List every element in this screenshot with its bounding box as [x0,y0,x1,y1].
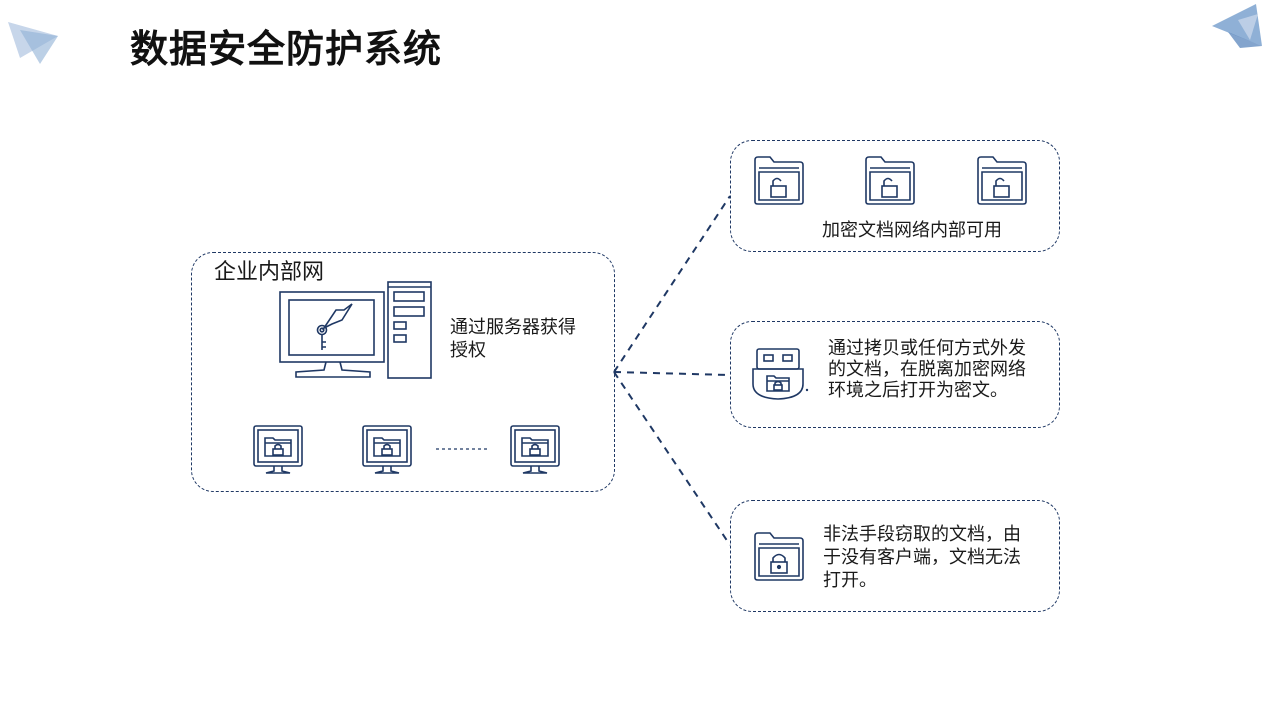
usb-drive-icon [752,348,809,400]
unlocked-folder-icon [977,156,1027,205]
stolen-doc-box [730,500,1060,612]
unlocked-folder-icon [754,156,804,205]
stolen-doc-text-line2: 于没有客户端，文档无法 [823,547,1021,568]
connector-to-exported-doc [613,371,731,376]
stolen-doc-text-line3: 打开。 [823,570,877,591]
monitor-locked-folder-icon [510,425,560,474]
connector-to-internal-use [613,195,731,373]
monitor-locked-folder-icon [253,425,303,474]
internal-use-box [730,140,1060,252]
unlocked-folder-icon [865,156,915,205]
exported-doc-text-line1: 通过拷贝或任何方式外发 [828,338,1026,359]
server-auth-note-line2: 授权 [450,340,486,361]
top-right-triangle-decoration [1212,4,1262,48]
terminals-ellipsis-line [436,448,488,450]
monitor-locked-folder-icon [362,425,412,474]
server-computer-key-icon [279,281,432,379]
exported-doc-box [730,321,1060,428]
exported-doc-text-line2: 的文档，在脱离加密网络 [828,359,1026,380]
server-auth-note-line1: 通过服务器获得 [450,317,576,338]
locked-folder-icon [754,532,804,581]
top-left-triangle-decoration [8,22,58,64]
page-title: 数据安全防护系统 [130,27,443,71]
enterprise-network-box [191,252,615,492]
enterprise-network-label: 企业内部网 [214,260,325,285]
exported-doc-text-line3: 环境之后打开为密文。 [828,380,1008,401]
connector-lines [613,195,731,546]
internal-use-text: 加密文档网络内部可用 [822,220,1002,241]
stolen-doc-text-line1: 非法手段窃取的文档，由 [823,524,1021,545]
connector-to-stolen-doc [613,371,731,546]
